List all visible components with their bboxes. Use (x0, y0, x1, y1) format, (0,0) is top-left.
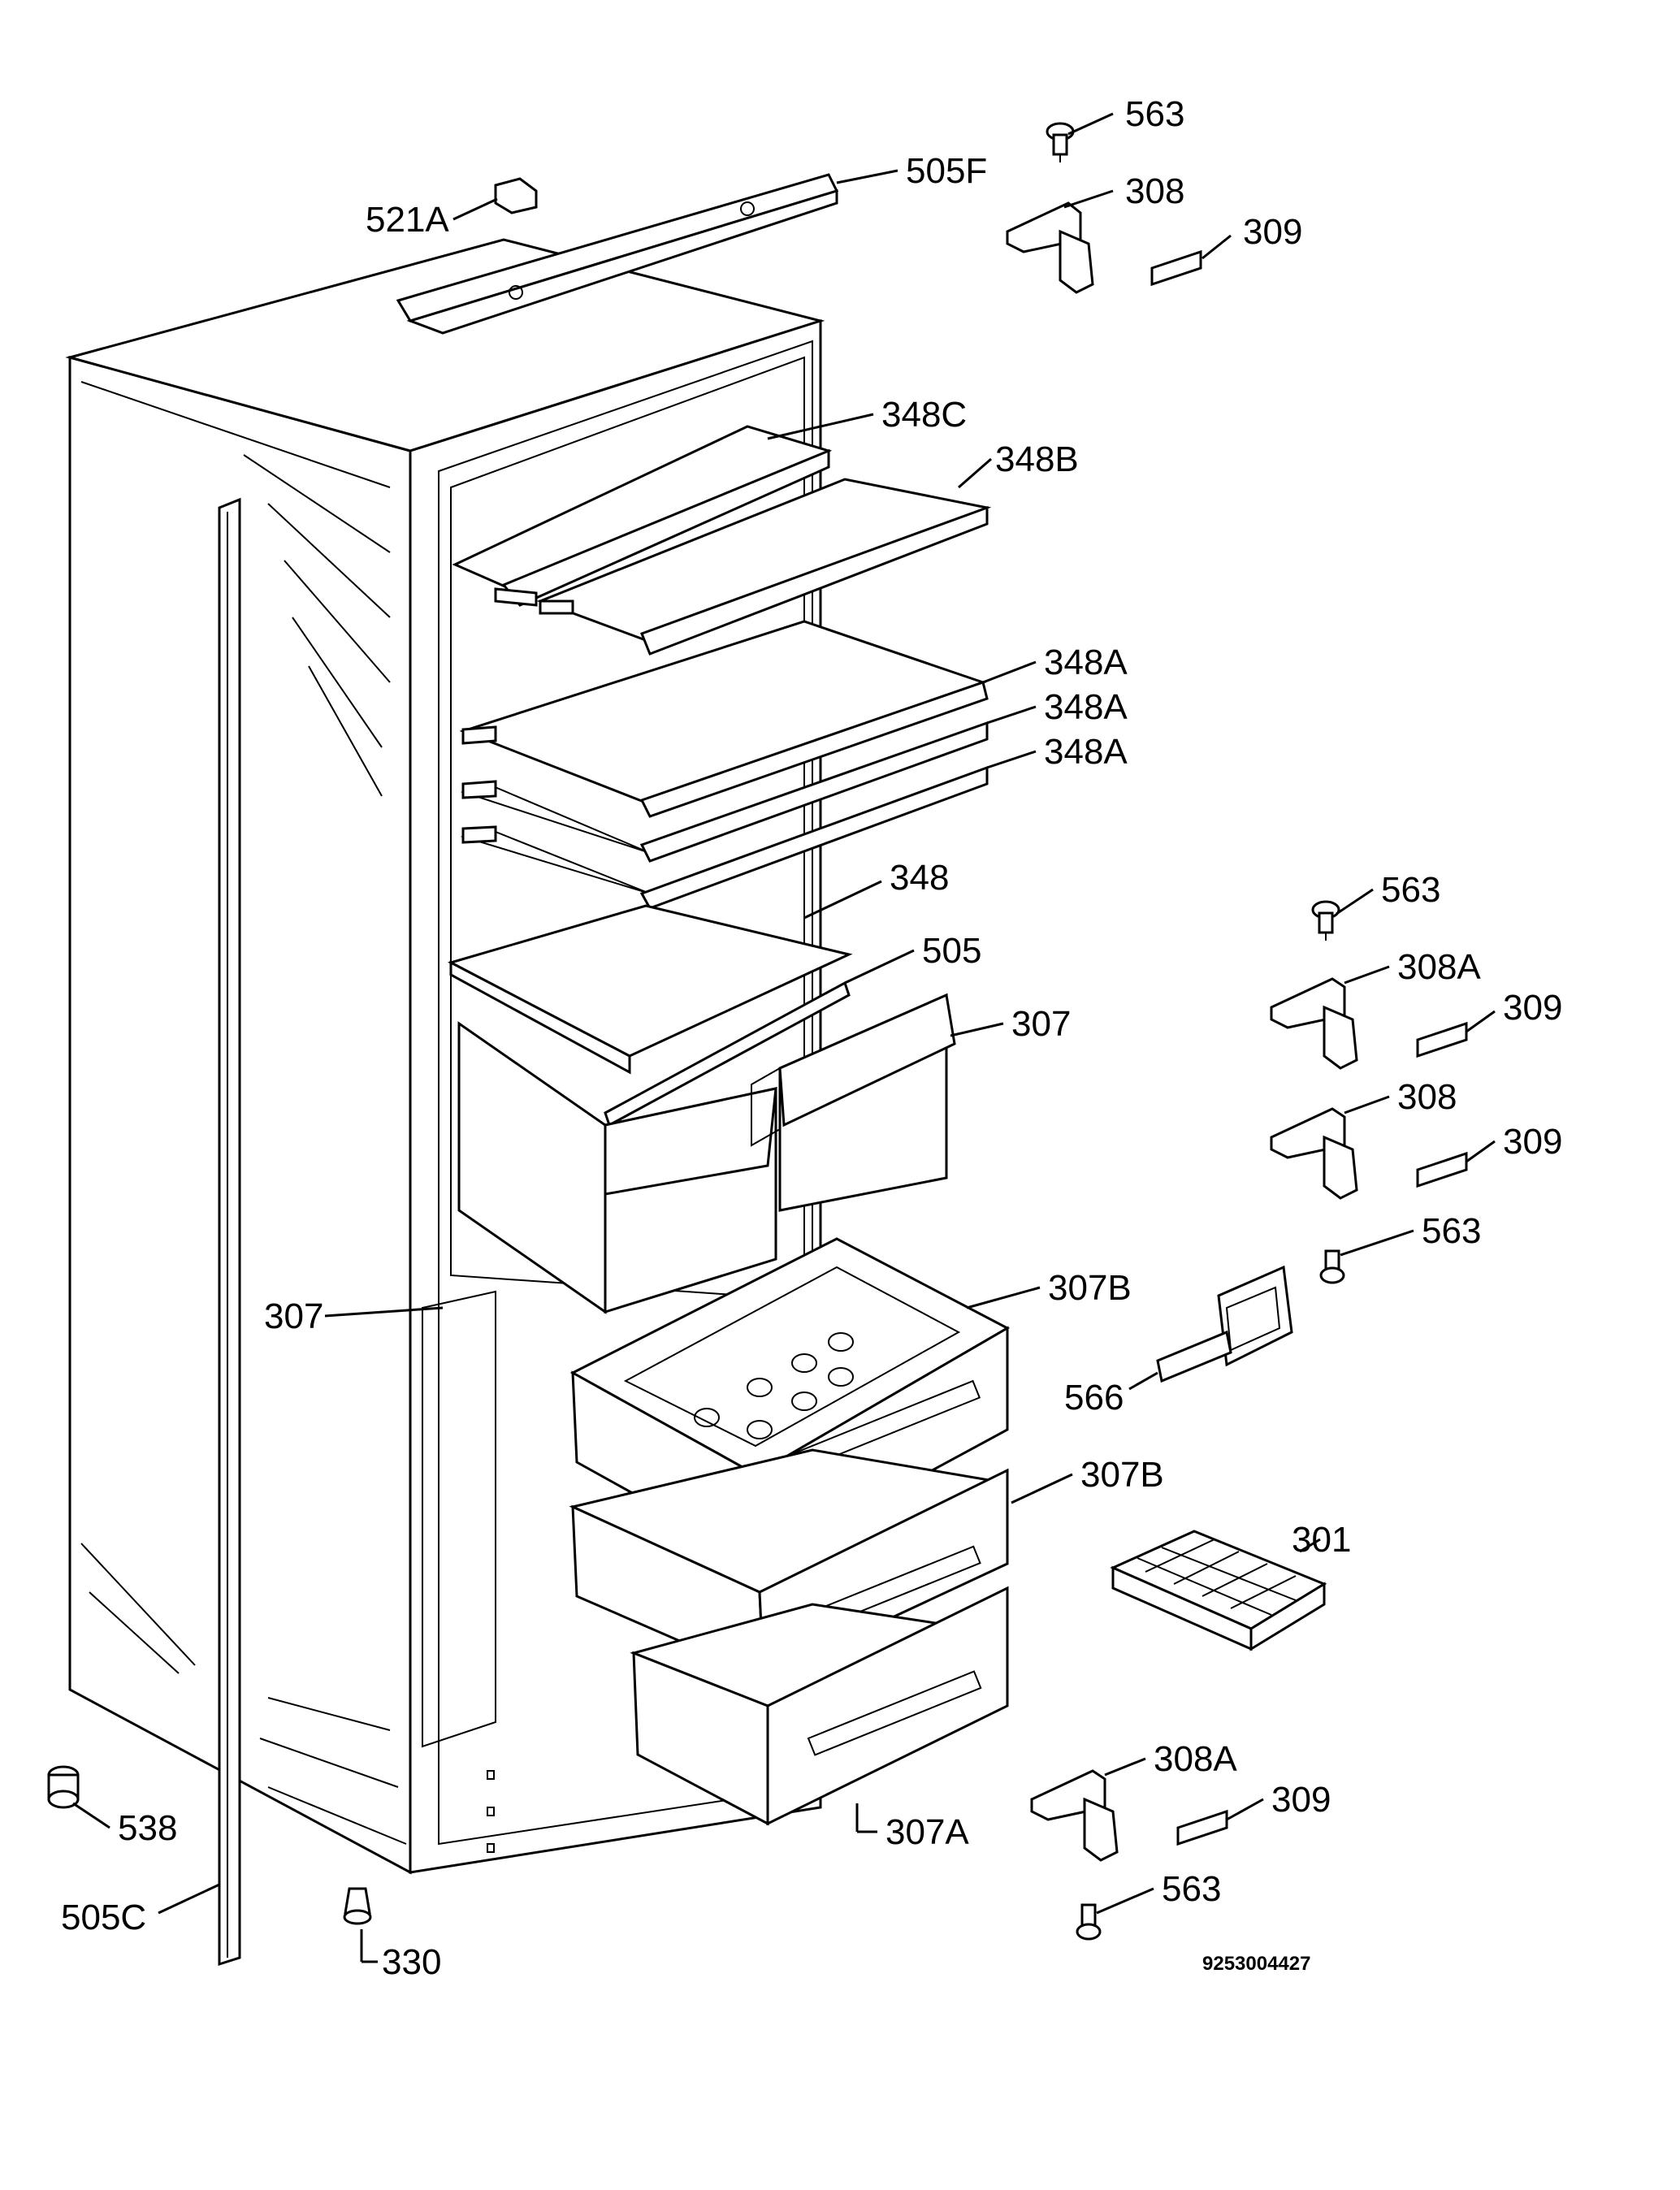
shelf-348A-1 (459, 620, 989, 818)
label-505: 505 (922, 931, 981, 971)
hinge-308-mid (1270, 1107, 1358, 1200)
label-521A: 521A (366, 200, 449, 240)
ice-tray-301 (1110, 1530, 1327, 1651)
hinge-308A-low (1030, 1769, 1119, 1862)
label-309-low: 309 (1271, 1780, 1331, 1820)
cap-521A (494, 177, 538, 214)
label-505F: 505F (906, 151, 987, 191)
cover-strip-505 (604, 980, 851, 1127)
scraper-566 (1156, 1265, 1293, 1383)
foot-538 (47, 1765, 80, 1809)
plate-309-mid-1 (1416, 1021, 1468, 1058)
plate-309-low (1176, 1809, 1228, 1846)
label-307-left: 307 (264, 1296, 323, 1336)
label-308A-low: 308A (1154, 1739, 1237, 1779)
label-301: 301 (1292, 1520, 1351, 1560)
screw-563-mid (1311, 900, 1340, 941)
crisper-drawer-307-right (751, 993, 956, 1212)
screw-563-top (1046, 122, 1075, 162)
shelf-348B (536, 478, 992, 656)
shelf-348 (448, 904, 853, 1075)
label-348A-1: 348A (1044, 643, 1128, 682)
label-307B-2: 307B (1080, 1455, 1164, 1495)
label-309-top: 309 (1243, 212, 1302, 252)
label-348A-3: 348A (1044, 732, 1128, 772)
door-seal-505C (218, 497, 241, 1967)
crisper-drawer-307-left (457, 1021, 777, 1314)
label-308A-mid: 308A (1397, 947, 1481, 987)
plate-309-top (1150, 249, 1202, 287)
screw-563-mid2 (1319, 1249, 1345, 1284)
label-308-mid: 308 (1397, 1077, 1457, 1117)
screw-330 (343, 1887, 372, 1925)
document-number: 9253004427 (1202, 1953, 1310, 1975)
label-307B-1: 307B (1048, 1268, 1132, 1308)
shelf-348A-3 (460, 765, 989, 910)
hinge-308-top (1006, 201, 1094, 294)
label-348: 348 (890, 858, 949, 898)
label-563-low: 563 (1162, 1869, 1221, 1909)
label-309-mid-1: 309 (1503, 988, 1562, 1028)
label-505C: 505C (61, 1898, 146, 1937)
label-308-top: 308 (1125, 171, 1184, 211)
part-labels: 563 505F 521A 308 309 348C 348B 348A 348… (61, 94, 1562, 1982)
label-348A-2: 348A (1044, 687, 1128, 727)
shelf-348C (452, 425, 833, 607)
shelf-348A-2 (460, 721, 989, 863)
label-307A: 307A (885, 1812, 969, 1852)
side-panel-shading (80, 381, 407, 1845)
label-307-right: 307 (1011, 1004, 1071, 1044)
hinge-308A-mid (1270, 977, 1358, 1070)
screw-563-low (1076, 1903, 1102, 1941)
label-309-mid-2: 309 (1503, 1122, 1562, 1162)
label-348B: 348B (995, 439, 1079, 479)
label-563-top: 563 (1125, 94, 1184, 134)
label-348C: 348C (881, 395, 967, 435)
label-563-mid: 563 (1381, 870, 1440, 910)
label-330: 330 (382, 1942, 441, 1982)
label-563-mid2: 563 (1422, 1211, 1481, 1251)
leader-lines (72, 112, 1496, 1963)
top-hinge-bar-505F (396, 173, 839, 335)
label-566: 566 (1064, 1378, 1124, 1417)
freezer-basket-307A (630, 1586, 1009, 1826)
plate-309-mid-2 (1416, 1151, 1468, 1188)
basket-holes (694, 1332, 854, 1439)
label-538: 538 (118, 1808, 177, 1848)
